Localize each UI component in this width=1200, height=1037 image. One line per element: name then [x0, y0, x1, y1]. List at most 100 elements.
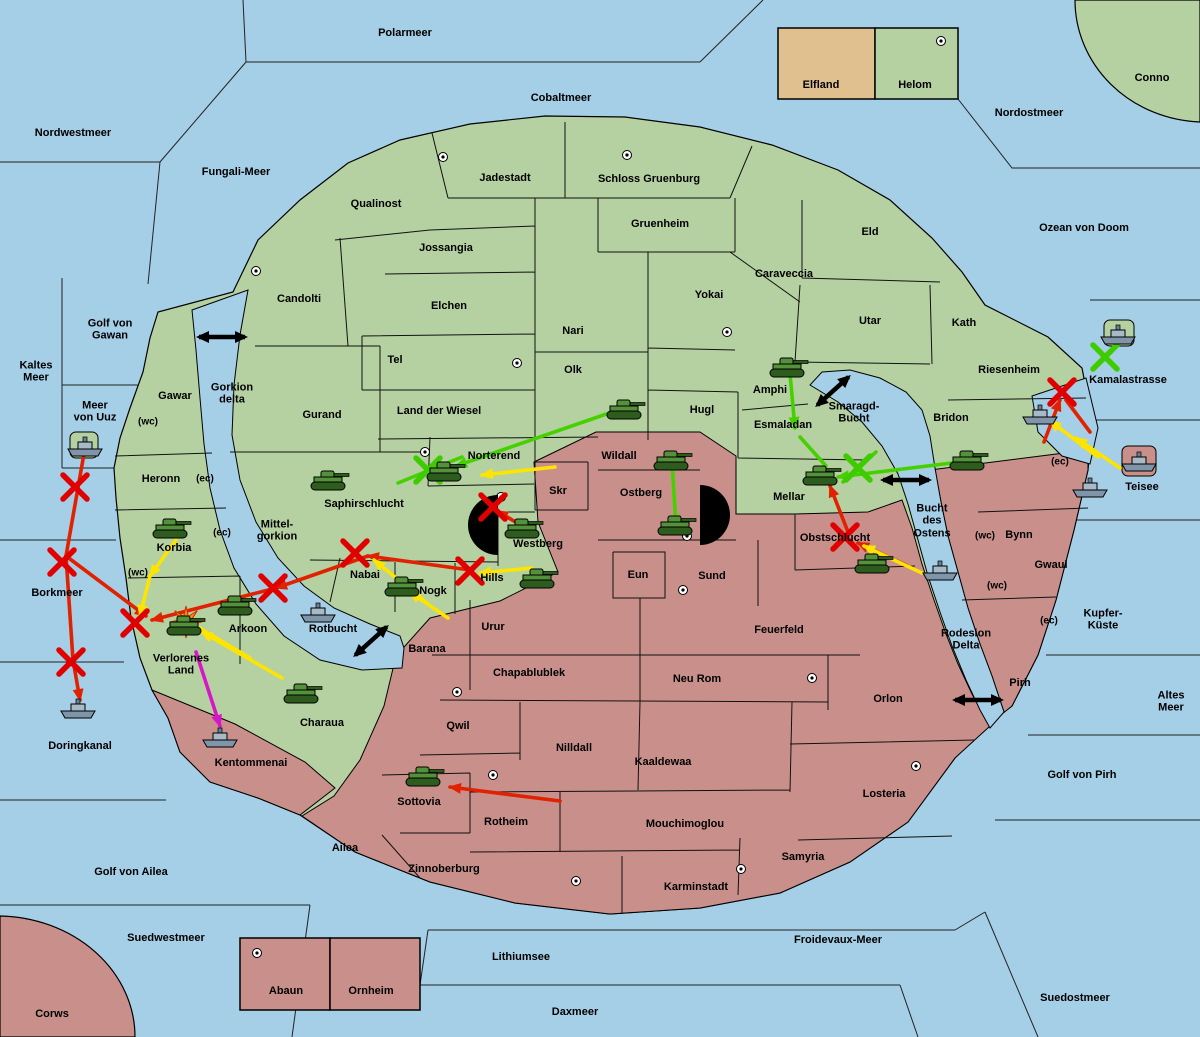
region-label-urur[interactable]: Urur [481, 620, 505, 633]
region-label-pirh[interactable]: Pirh [1009, 676, 1031, 689]
region-label-elfland[interactable]: Elfland [802, 78, 840, 91]
sea-label-kamalastrasse[interactable]: Kamalastrasse [1089, 373, 1167, 386]
region-label-gruenheim[interactable]: Gruenheim [630, 217, 690, 230]
region-label-esmaladan[interactable]: Esmaladan [753, 418, 813, 431]
region-label-elchen[interactable]: Elchen [430, 299, 468, 312]
region-label-eun[interactable]: Eun [627, 568, 649, 581]
region-label-nabai[interactable]: Nabai [350, 568, 380, 581]
region-label-mouchimoglou[interactable]: Mouchimoglou [645, 817, 725, 830]
region-label-kentommenai[interactable]: Kentommenai [214, 756, 288, 769]
region-label-korbia[interactable]: Korbia [156, 541, 192, 554]
sea-label-golf-von-gawan[interactable]: Golf von Gawan [87, 317, 133, 342]
region-label-conno[interactable]: Conno [1134, 71, 1170, 84]
region-label-nari[interactable]: Nari [562, 324, 584, 337]
region-label-chapablublek[interactable]: Chapablublek [492, 666, 566, 679]
region-label-samyria[interactable]: Samyria [781, 850, 825, 863]
region-label-schloss-gruenburg[interactable]: Schloss Gruenburg [597, 172, 701, 185]
sea-label-gorkion-delta[interactable]: Gorkion delta [210, 381, 254, 406]
region-label-gawar[interactable]: Gawar [158, 389, 192, 402]
region-label-feuerfeld[interactable]: Feuerfeld [754, 623, 804, 636]
region-label-norterend[interactable]: Norterend [467, 449, 521, 462]
sea-label-suedostmeer[interactable]: Suedostmeer [1040, 991, 1110, 1004]
sea-label-lithiumsee[interactable]: Lithiumsee [491, 950, 551, 963]
region-label-tel[interactable]: Tel [387, 353, 403, 366]
region-label-heronn[interactable]: Heronn [141, 472, 181, 485]
region-label-yokai[interactable]: Yokai [694, 288, 724, 301]
sea-label-fungali-meer[interactable]: Fungali-Meer [201, 165, 271, 178]
region-label-rotheim[interactable]: Rotheim [484, 815, 528, 828]
sea-label-kupfer-k-ste[interactable]: Kupfer- Küste [1083, 607, 1123, 632]
region-label-sund[interactable]: Sund [698, 569, 726, 582]
region-label-rotbucht[interactable]: Rotbucht [308, 622, 358, 635]
sea-label-meer-von-uuz[interactable]: Meer von Uuz [73, 399, 117, 424]
sea-label-altes-meer[interactable]: Altes Meer [1157, 689, 1185, 714]
sea-label-polarmeer[interactable]: Polarmeer [378, 26, 432, 39]
region-label-riesenheim[interactable]: Riesenheim [978, 363, 1040, 376]
region-label-olk[interactable]: Olk [564, 363, 582, 376]
region-label-utar[interactable]: Utar [858, 314, 882, 327]
region-label-sottovia[interactable]: Sottovia [397, 795, 441, 808]
region-label-mellar[interactable]: Mellar [773, 490, 805, 503]
sea-label-bucht-des-ostens[interactable]: Bucht des Ostens [913, 502, 951, 540]
region-label-caraveccia[interactable]: Caraveccia [754, 267, 814, 280]
region-label-corws[interactable]: Corws [35, 1007, 69, 1020]
region-label-candolti[interactable]: Candolti [277, 292, 321, 305]
region-label-qwil[interactable]: Qwil [446, 719, 470, 732]
region-label-orlon[interactable]: Orlon [873, 692, 903, 705]
region-label-bridon[interactable]: Bridon [933, 411, 969, 424]
region-label-helom[interactable]: Helom [898, 78, 932, 91]
region-label-land-der-wiesel[interactable]: Land der Wiesel [396, 404, 482, 417]
sea-label-golf-von-ailea[interactable]: Golf von Ailea [94, 865, 168, 878]
sea-label-smaragd-bucht[interactable]: Smaragd- Bucht [828, 400, 880, 425]
region-label-ostberg[interactable]: Ostberg [619, 486, 663, 499]
ornheim-box[interactable] [329, 937, 421, 1011]
region-label-hills[interactable]: Hills [480, 571, 504, 584]
region-label-saphirschlucht[interactable]: Saphirschlucht [324, 497, 404, 510]
region-label-ailea[interactable]: Ailea [331, 841, 359, 854]
sea-label-cobaltmeer[interactable]: Cobaltmeer [530, 91, 592, 104]
region-label-ornheim[interactable]: Ornheim [348, 984, 394, 997]
region-label-abaun[interactable]: Abaun [268, 984, 304, 997]
sea-label-froidevaux-meer[interactable]: Froidevaux-Meer [793, 933, 883, 946]
sea-label-ozean-von-doom[interactable]: Ozean von Doom [1039, 221, 1129, 234]
sea-label-mittel-gorkion[interactable]: Mittel- gorkion [256, 518, 298, 543]
region-label-westberg[interactable]: Westberg [513, 537, 563, 550]
region-label-bynn[interactable]: Bynn [1005, 528, 1033, 541]
sea-label-rodesion-delta[interactable]: Rodesion Delta [940, 627, 992, 652]
region-label-skr[interactable]: Skr [549, 484, 567, 497]
conno-island[interactable] [1074, 0, 1200, 123]
region-label-kaaldewaa[interactable]: Kaaldewaa [634, 755, 692, 768]
sea-label-daxmeer[interactable]: Daxmeer [551, 1005, 599, 1018]
region-label-losteria[interactable]: Losteria [862, 787, 906, 800]
sea-label-nordostmeer[interactable]: Nordostmeer [994, 106, 1064, 119]
sea-label-borkmeer[interactable]: Borkmeer [31, 586, 83, 599]
sea-label-nordwestmeer[interactable]: Nordwestmeer [34, 126, 112, 139]
sea-label-teisee[interactable]: Teisee [1125, 480, 1159, 493]
region-label-charaua[interactable]: Charaua [299, 716, 345, 729]
region-label-kath[interactable]: Kath [951, 316, 977, 329]
region-label-karminstadt[interactable]: Karminstadt [663, 880, 729, 893]
region-label-verlorenes-land[interactable]: Verlorenes Land [152, 652, 210, 677]
region-label-gurand[interactable]: Gurand [302, 408, 342, 421]
region-label-hugl[interactable]: Hugl [689, 403, 715, 416]
red-territory-kentommenai[interactable] [150, 688, 336, 816]
region-label-qualinost[interactable]: Qualinost [350, 197, 402, 210]
region-label-nilldall[interactable]: Nilldall [555, 741, 593, 754]
region-label-barana[interactable]: Barana [408, 642, 446, 655]
region-label-obstschlucht[interactable]: Obstschlucht [799, 531, 871, 544]
sea-label-kaltes-meer[interactable]: Kaltes Meer [19, 359, 53, 384]
region-label-amphi[interactable]: Amphi [752, 383, 788, 396]
sea-label-golf-von-pirh[interactable]: Golf von Pirh [1047, 768, 1117, 781]
region-label-wildall[interactable]: Wildall [601, 449, 637, 462]
region-label-eld[interactable]: Eld [861, 225, 879, 238]
region-label-neu-rom[interactable]: Neu Rom [672, 672, 722, 685]
red-territory-central[interactable] [301, 431, 991, 915]
region-label-zinnoberburg[interactable]: Zinnoberburg [408, 862, 480, 875]
corws-island[interactable] [0, 915, 136, 1037]
region-label-gwaul[interactable]: Gwaul [1034, 558, 1068, 571]
sea-label-doringkanal[interactable]: Doringkanal [48, 739, 112, 752]
region-label-jadestadt[interactable]: Jadestadt [479, 171, 531, 184]
sea-label-suedwestmeer[interactable]: Suedwestmeer [127, 931, 205, 944]
region-label-jossangia[interactable]: Jossangia [419, 241, 473, 254]
region-label-arkoon[interactable]: Arkoon [228, 622, 268, 635]
